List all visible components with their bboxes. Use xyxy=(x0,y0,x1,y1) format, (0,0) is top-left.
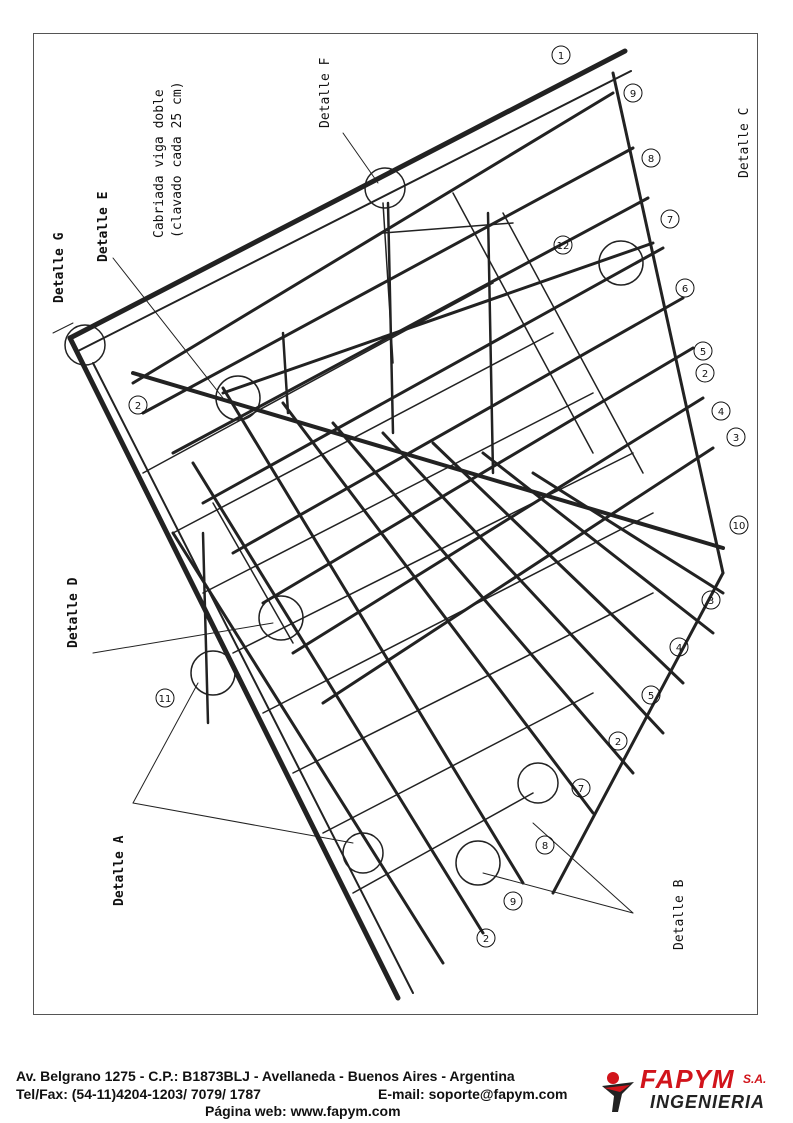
label-note-line2: (clavado cada 25 cm) xyxy=(170,81,185,238)
ridge-line xyxy=(67,48,628,341)
part-marker-8: 8 xyxy=(641,148,661,168)
rafter-set-a xyxy=(131,91,715,705)
rafter-set-b xyxy=(171,386,725,965)
label-detalle-d: Detalle D xyxy=(66,577,81,648)
part-marker-1: 1 xyxy=(551,45,571,65)
posts xyxy=(201,201,495,725)
part-marker-3b: 3 xyxy=(701,590,721,610)
svg-text:1: 1 xyxy=(558,51,564,62)
part-marker-7b: 7 xyxy=(571,778,591,798)
fapym-logo-mark-icon xyxy=(602,1072,634,1112)
svg-text:2: 2 xyxy=(483,934,489,945)
part-marker-4b: 4 xyxy=(669,637,689,657)
part-marker-2: 2 xyxy=(128,395,148,415)
svg-text:2: 2 xyxy=(135,401,141,412)
svg-text:7: 7 xyxy=(578,784,584,795)
part-marker-5: 5 xyxy=(693,341,713,361)
footer-web: Página web: www.fapym.com xyxy=(205,1103,401,1119)
svg-text:2: 2 xyxy=(615,737,621,748)
svg-text:4: 4 xyxy=(718,407,724,418)
part-marker-2c: 2 xyxy=(608,731,628,751)
svg-text:8: 8 xyxy=(648,154,654,165)
svg-text:9: 9 xyxy=(630,89,636,100)
part-marker-9: 9 xyxy=(623,83,643,103)
part-marker-4: 4 xyxy=(711,401,731,421)
logo-brand: FAPYM xyxy=(640,1064,735,1094)
footer-address: Av. Belgrano 1275 - C.P.: B1873BLJ - Ave… xyxy=(16,1068,515,1084)
part-marker-3: 3 xyxy=(726,427,746,447)
part-marker-6: 6 xyxy=(675,278,695,298)
footer-phone: Tel/Fax: (54-11)4204-1203/ 7079/ 1787 xyxy=(16,1086,261,1102)
part-marker-11: 11 xyxy=(155,688,175,708)
part-marker-8b: 8 xyxy=(535,835,555,855)
svg-text:6: 6 xyxy=(682,284,688,295)
svg-text:5: 5 xyxy=(648,691,654,702)
svg-text:12: 12 xyxy=(557,241,570,252)
label-detalle-g: Detalle G xyxy=(52,232,67,303)
svg-text:10: 10 xyxy=(733,521,746,532)
drawing-frame xyxy=(33,33,758,1015)
svg-text:11: 11 xyxy=(159,694,172,705)
ridge-line-inner xyxy=(77,70,632,352)
svg-text:5: 5 xyxy=(700,347,706,358)
leader-lines xyxy=(52,132,634,914)
purlins xyxy=(142,192,654,894)
part-marker-2b: 2 xyxy=(476,928,496,948)
part-marker-12: 12 xyxy=(553,235,573,255)
svg-text:3: 3 xyxy=(733,433,739,444)
svg-text:7: 7 xyxy=(667,215,673,226)
hip-secondary xyxy=(221,241,655,395)
footer-email: E-mail: soporte@fapym.com xyxy=(378,1086,568,1102)
svg-text:8: 8 xyxy=(542,841,548,852)
part-marker-5b: 5 xyxy=(641,685,661,705)
svg-text:9: 9 xyxy=(510,897,516,908)
detail-circles xyxy=(64,167,644,886)
part-marker-9b: 9 xyxy=(503,891,523,911)
label-detalle-c: Detalle C xyxy=(737,107,752,178)
eave-line xyxy=(611,71,725,575)
label-detalle-b: Detalle B xyxy=(672,879,687,950)
hip-line-left-inner xyxy=(92,362,414,994)
eave-line-lower xyxy=(551,571,725,895)
label-detalle-f: Detalle F xyxy=(318,57,333,128)
part-marker-2d: 2 xyxy=(695,363,715,383)
svg-text:4: 4 xyxy=(676,643,682,654)
logo-suffix: S.A. xyxy=(743,1072,767,1086)
roof-structure-drawing: 1 9 8 7 6 5 4 3 10 2 11 12 2 9 8 7 2 5 4… xyxy=(52,45,749,1001)
part-marker-10: 10 xyxy=(729,515,749,535)
label-detalle-e: Detalle E xyxy=(96,191,111,262)
part-marker-7: 7 xyxy=(660,209,680,229)
svg-text:3: 3 xyxy=(708,596,714,607)
label-note-line1: Cabriada viga doble xyxy=(152,89,167,238)
label-detalle-a: Detalle A xyxy=(112,835,127,906)
logo-tagline: INGENIERIA xyxy=(650,1092,766,1112)
svg-text:2: 2 xyxy=(702,369,708,380)
